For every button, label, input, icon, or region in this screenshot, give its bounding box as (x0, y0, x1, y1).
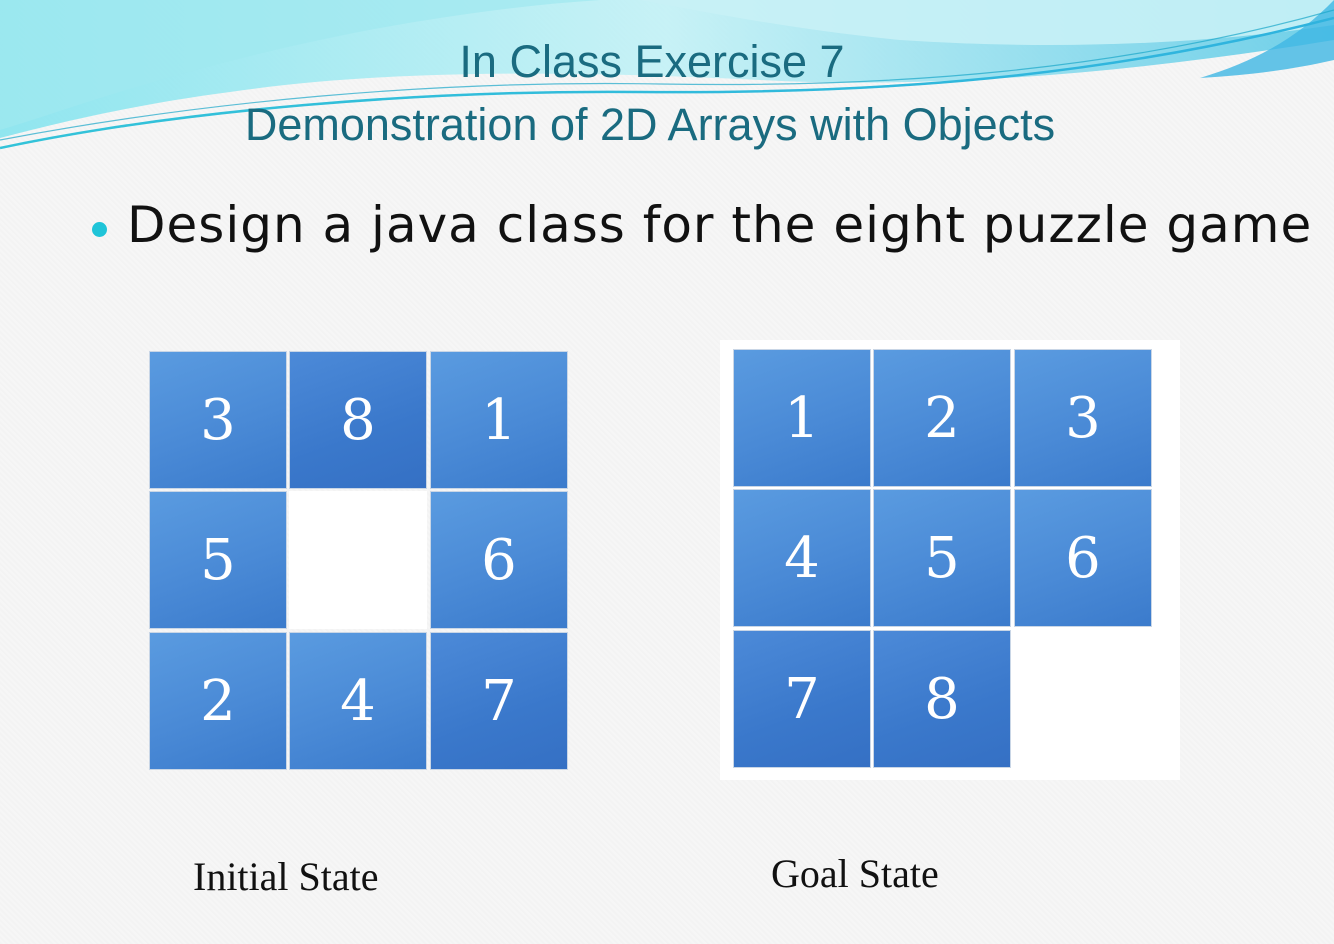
puzzle-tile: 7 (733, 630, 871, 768)
puzzle-tile: 2 (149, 632, 287, 770)
bullet-dot-icon (92, 222, 107, 237)
slide-title-line-1: In Class Exercise 7 (459, 36, 845, 87)
puzzle-tile: 4 (733, 489, 871, 627)
puzzle-tile: 8 (873, 630, 1011, 768)
initial-state-caption: Initial State (193, 854, 379, 899)
puzzle-tile: 2 (873, 349, 1011, 487)
goal-state-caption: Goal State (771, 851, 939, 896)
puzzle-tile: 6 (1014, 489, 1152, 627)
slide-title-line-2: Demonstration of 2D Arrays with Objects (244, 99, 1056, 150)
puzzle-tile: 5 (149, 491, 287, 629)
bullet-text: Design a java class for the eight puzzle… (127, 196, 1313, 254)
empty-tile (289, 491, 427, 629)
wave-decoration (0, 0, 1334, 150)
puzzle-tile: 4 (289, 632, 427, 770)
puzzle-tile: 1 (430, 351, 568, 489)
puzzle-tile: 8 (289, 351, 427, 489)
empty-tile (1014, 630, 1152, 768)
puzzle-tile: 7 (430, 632, 568, 770)
puzzle-tile: 3 (1014, 349, 1152, 487)
puzzle-tile: 3 (149, 351, 287, 489)
puzzle-tile: 6 (430, 491, 568, 629)
puzzle-tile: 5 (873, 489, 1011, 627)
puzzle-tile: 1 (733, 349, 871, 487)
